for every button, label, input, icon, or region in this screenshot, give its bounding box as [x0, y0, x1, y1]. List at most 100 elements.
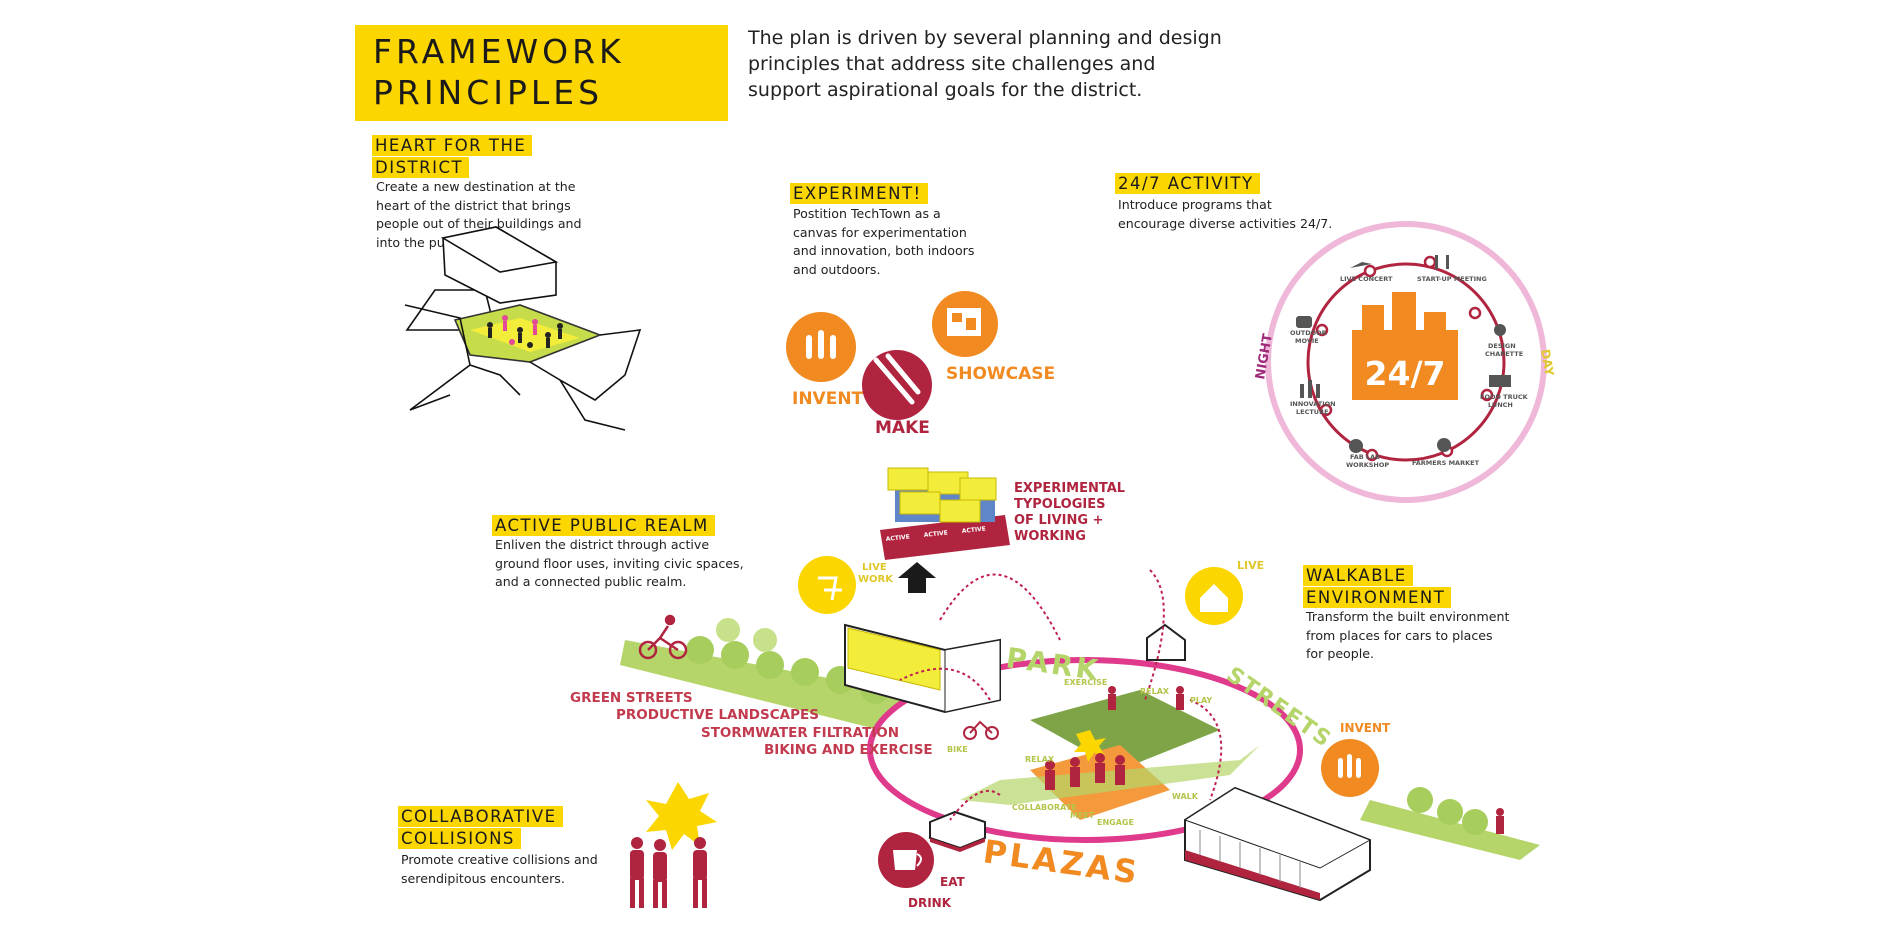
public-realm-heading: ACTIVE PUBLIC REALM [492, 515, 715, 537]
innovation-lecture-label: INNOVATION [1290, 400, 1336, 408]
heart-district-people [487, 315, 563, 348]
title-line-1: FRAMEWORK [373, 32, 625, 71]
movie-icon [1296, 316, 1312, 328]
night-label: NIGHT [1253, 333, 1276, 381]
active-label: ACTIVE [885, 534, 910, 543]
svg-text:WORK: WORK [858, 574, 894, 585]
invent-icon [786, 312, 856, 382]
plaza-people-icons [1045, 686, 1504, 834]
walkable-heading: WALKABLE ENVIRONMENT [1303, 565, 1452, 609]
make-label: MAKE [875, 418, 930, 438]
people-group-icon [630, 837, 707, 908]
city-skyline-icon [1352, 292, 1458, 400]
svg-text:BIKE: BIKE [947, 745, 968, 754]
streets-list: GREEN STREETS PRODUCTIVE LANDSCAPES STOR… [570, 690, 933, 758]
svg-text:BIKING AND EXERCISE: BIKING AND EXERCISE [764, 742, 933, 758]
cycle-center-big: 24/7 [1365, 354, 1446, 393]
food-truck-icon [1489, 375, 1511, 387]
up-arrow-icon [898, 562, 936, 593]
burst-icon [646, 782, 717, 850]
svg-text:PLAY: PLAY [1190, 696, 1212, 705]
svg-text:MOVIE: MOVIE [1295, 337, 1319, 345]
intro-line: support aspirational goals for the distr… [748, 79, 1143, 101]
plaza-cyclist-icon [963, 720, 999, 740]
intro-text: The plan is driven by several planning a… [748, 25, 1308, 103]
day-label: DAY [1538, 348, 1556, 377]
showcase-icon [932, 291, 998, 357]
building-right [1183, 786, 1372, 902]
farmers-market-label: FARMERS MARKET [1412, 459, 1480, 467]
cycle-diagram [1265, 221, 1547, 503]
typologies-block [880, 467, 1010, 560]
invent-right-icon [1321, 739, 1379, 797]
cycle-center-small: TECH TOWN [1368, 402, 1442, 415]
fab-lab-icon [1349, 439, 1363, 453]
activity-heading: 24/7 ACTIVITY [1115, 173, 1260, 195]
concert-icon [1350, 262, 1372, 268]
svg-text:WALK: WALK [1172, 792, 1199, 801]
make-icon [862, 350, 932, 420]
live-work-icon [798, 556, 856, 614]
title-line-2: PRINCIPLES [373, 73, 604, 112]
cyclist-icon [638, 614, 688, 660]
title-block: FRAMEWORK PRINCIPLES [355, 25, 728, 121]
intro-line: The plan is driven by several planning a… [748, 27, 1222, 49]
invent-right-label: INVENT [1340, 721, 1391, 735]
live-work-label: LIVE [862, 562, 887, 573]
svg-text:OF LIVING +: OF LIVING + [1014, 513, 1103, 528]
svg-text:LECTURE: LECTURE [1296, 408, 1329, 416]
svg-text:TYPOLOGIES: TYPOLOGIES [1014, 497, 1105, 512]
connection-arcs [899, 569, 1223, 821]
intro-line: principles that address site challenges … [748, 53, 1156, 75]
park-square [1030, 690, 1220, 770]
heart-district-sketch [404, 226, 642, 431]
invent-label: INVENT [792, 389, 864, 409]
heart-heading: HEART FOR THE DISTRICT [372, 135, 533, 179]
svg-text:WORKING: WORKING [1014, 529, 1086, 544]
food-truck-label: FOOD TRUCK [1480, 393, 1529, 401]
svg-text:RELAX: RELAX [1025, 755, 1055, 764]
live-label: LIVE [1237, 559, 1264, 572]
kiosk [929, 810, 986, 852]
svg-text:PRODUCTIVE LANDSCAPES: PRODUCTIVE LANDSCAPES [616, 707, 819, 723]
activity-labels: EXERCISE RELAX PLAY BIKE RELAX COLLABORA… [947, 678, 1212, 827]
svg-text:CHARETTE: CHARETTE [1485, 350, 1523, 358]
public-realm-text: Enliven the district through active grou… [495, 537, 744, 589]
active-label: ACTIVE [923, 530, 948, 539]
green-street-east [1360, 800, 1540, 860]
walkable-text: Transform the built environment from pla… [1306, 609, 1510, 661]
experiment-text: Postition TechTown as a canvas for exper… [793, 206, 975, 277]
startup-label: START-UP MEETING [1417, 275, 1487, 283]
farmers-market-icon [1437, 438, 1451, 452]
live-house-icon [1185, 567, 1243, 625]
svg-text:EXERCISE: EXERCISE [1064, 678, 1107, 687]
meeting-icon [1435, 255, 1438, 269]
svg-text:MEET: MEET [1070, 811, 1095, 820]
typologies-label: EXPERIMENTAL [1014, 481, 1125, 496]
active-label: ACTIVE [961, 526, 986, 535]
charette-icon [1494, 324, 1506, 336]
small-house [1146, 623, 1186, 661]
svg-text:LUNCH: LUNCH [1488, 401, 1513, 409]
design-charette-label: DESIGN [1488, 342, 1516, 350]
fab-lab-label: FAB LAB [1350, 453, 1380, 461]
walk-street [960, 730, 1280, 805]
collisions-heading: COLLABORATIVE COLLISIONS [398, 806, 563, 850]
lecture-icon [1300, 384, 1304, 398]
svg-text:WORKSHOP: WORKSHOP [1346, 461, 1389, 469]
svg-text:STORMWATER FILTRATION: STORMWATER FILTRATION [701, 725, 899, 741]
svg-text:ENGAGE: ENGAGE [1097, 818, 1134, 827]
eat-label: EAT [940, 875, 966, 889]
showcase-label: SHOWCASE [946, 364, 1055, 384]
svg-text:GREEN STREETS: GREEN STREETS [570, 690, 693, 706]
live-concert-label: LIVE CONCERT [1340, 275, 1393, 283]
activity-text: Introduce programs that encourage divers… [1118, 197, 1333, 231]
collisions-text: Promote creative collisions and serendip… [401, 852, 598, 886]
coffee-cup-icon [878, 832, 934, 888]
drink-label: DRINK [908, 896, 952, 910]
svg-text:RELAX: RELAX [1140, 687, 1170, 696]
experiment-heading: EXPERIMENT! [790, 183, 928, 205]
outdoor-movie-label: OUTDOOR [1290, 329, 1327, 337]
svg-text:COLLABORATE: COLLABORATE [1012, 803, 1077, 812]
